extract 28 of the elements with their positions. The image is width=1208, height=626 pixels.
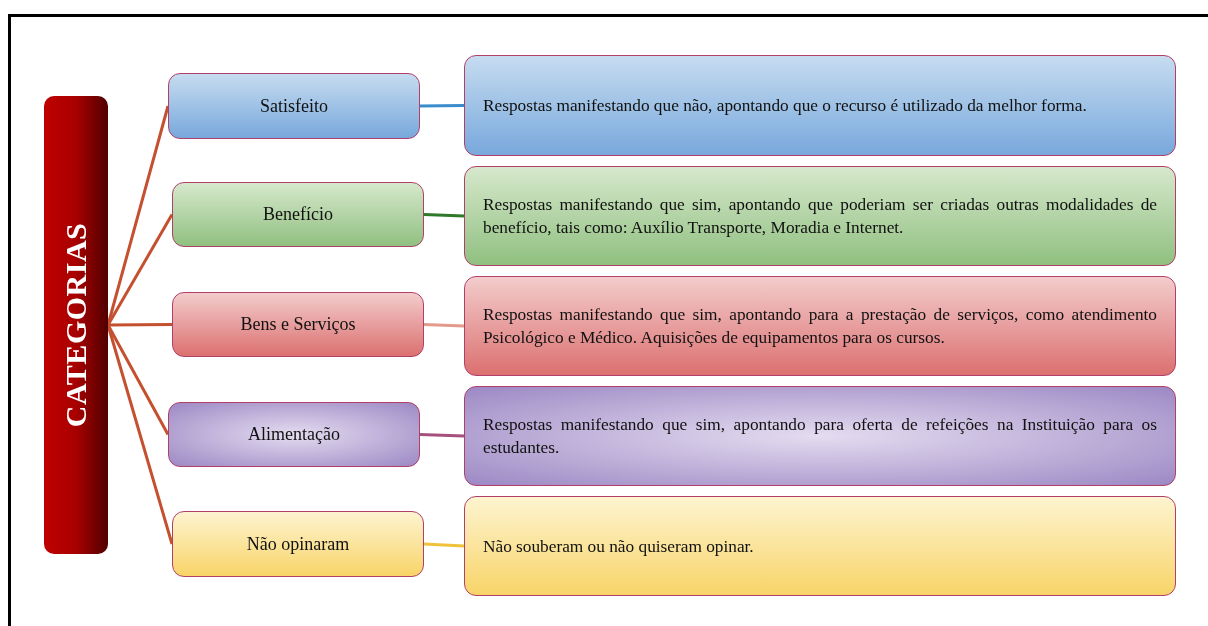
category-label: Não opinaram bbox=[245, 533, 351, 555]
category-label: Benefício bbox=[262, 204, 334, 225]
connector-line bbox=[423, 213, 465, 218]
category-box bbox=[168, 402, 420, 467]
category-box bbox=[172, 511, 424, 577]
description-text: Respostas manifestando que sim, apontando que poderiam ser criadas outras modalidades de benefício, tais como: Auxílio Transporte, Moradia e Internet. bbox=[482, 194, 1158, 239]
description-text: Não souberam ou não quiseram opinar. bbox=[482, 535, 755, 558]
description-box bbox=[464, 386, 1176, 486]
description-box bbox=[464, 166, 1176, 266]
description-text: Respostas manifestando que sim, apontando para oferta de refeições na Instituição para os estudantes. bbox=[482, 414, 1158, 459]
category-box bbox=[172, 292, 424, 357]
connector-line bbox=[423, 323, 465, 328]
category-label: Satisfeito bbox=[259, 95, 329, 117]
connector-line bbox=[423, 542, 465, 548]
category-label: Alimentação bbox=[247, 424, 341, 445]
category-bar bbox=[44, 96, 108, 554]
connector-line bbox=[108, 323, 172, 327]
category-box bbox=[168, 73, 420, 139]
description-text: Respostas manifestando que sim, apontando para a prestação de serviços, como atendimento Psicológico e Médico. Aquisições de equipamentos para os cursos. bbox=[482, 304, 1158, 349]
category-box bbox=[172, 182, 424, 247]
description-box bbox=[464, 276, 1176, 376]
connector-line bbox=[420, 104, 464, 108]
description-text: Respostas manifestando que não, apontando que o recurso é utilizado da melhor forma. bbox=[482, 95, 1088, 117]
description-box bbox=[464, 496, 1176, 596]
category-label: Bens e Serviços bbox=[239, 314, 357, 335]
connector-line bbox=[419, 433, 465, 438]
description-box bbox=[464, 55, 1176, 156]
category-heading: CATEGORIAS bbox=[59, 222, 93, 428]
